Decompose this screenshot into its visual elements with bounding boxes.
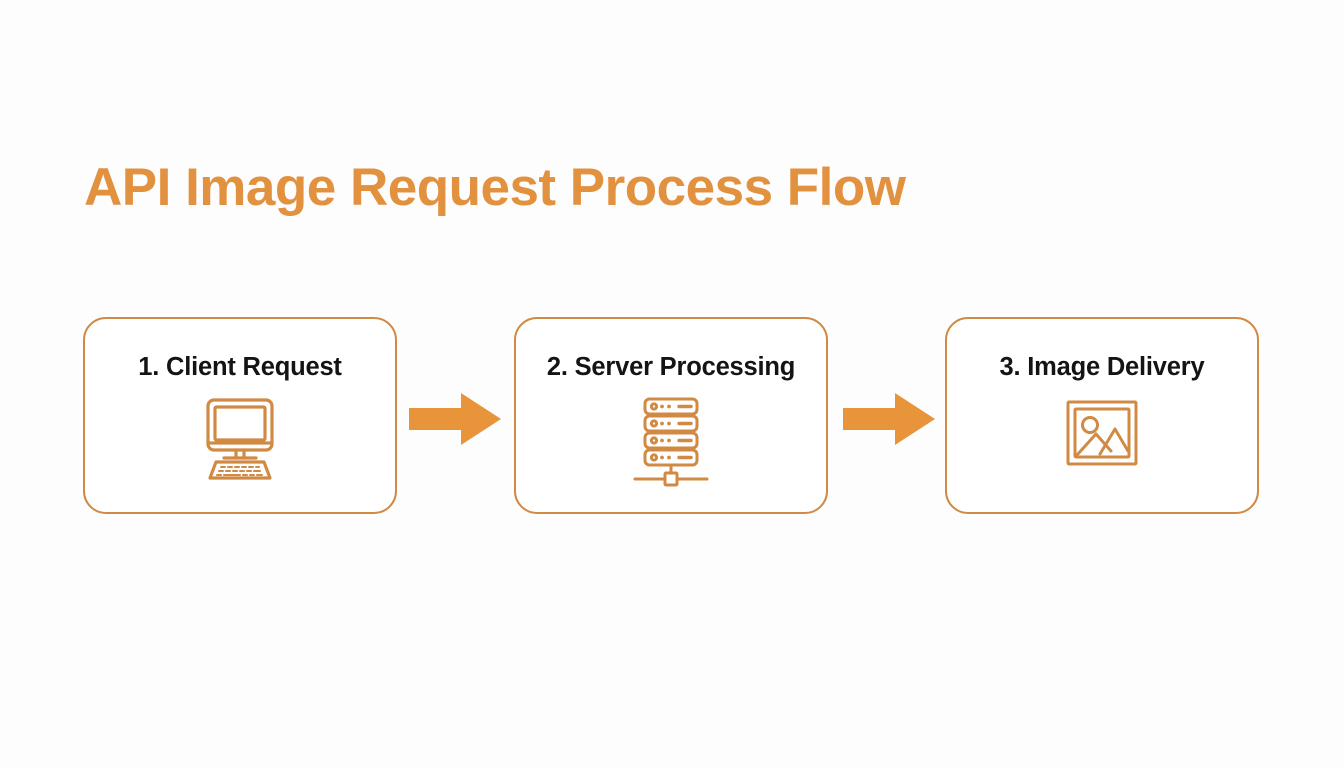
process-flow-diagram: 1. Client Request [0, 317, 1344, 515]
flow-step-image-delivery[interactable]: 3. Image Delivery [945, 317, 1259, 514]
arrow-right-icon-2 [843, 393, 935, 445]
image-photo-icon [1066, 400, 1138, 466]
flow-step-client-request[interactable]: 1. Client Request [83, 317, 397, 514]
flow-step-label: 1. Client Request [138, 353, 342, 381]
flow-step-label: 2. Server Processing [546, 353, 796, 381]
flow-step-server-processing[interactable]: 2. Server Processing [514, 317, 828, 514]
desktop-computer-icon [206, 398, 274, 480]
arrow-right-icon-1 [409, 393, 501, 445]
page-title: API Image Request Process Flow [84, 158, 906, 217]
flow-step-label: 3. Image Delivery [999, 353, 1205, 381]
server-rack-icon [633, 397, 709, 487]
